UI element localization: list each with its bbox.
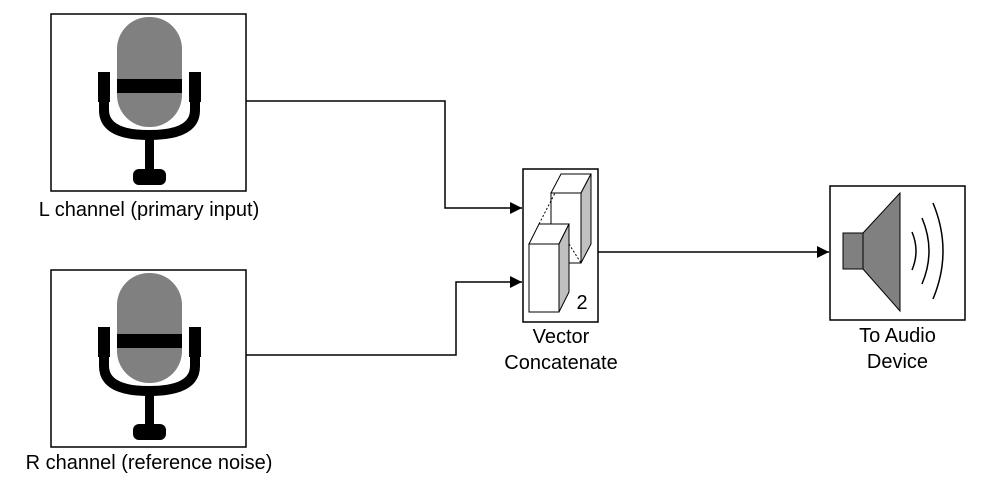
l-channel-block[interactable] — [50, 13, 247, 192]
audio-device-label-line1: To Audio — [859, 325, 936, 347]
vector-concatenate-block[interactable] — [522, 168, 599, 323]
r-channel-label: R channel (reference noise) — [25, 452, 273, 474]
connector-r-to-concat — [246, 276, 522, 356]
audio-device-label: To Audio Device — [820, 323, 975, 375]
microphone-icon — [98, 17, 201, 185]
l-channel-label: L channel (primary input) — [38, 199, 260, 221]
to-audio-device-block[interactable] — [829, 185, 966, 321]
concat-port-count: 2 — [576, 292, 587, 314]
r-channel-block[interactable] — [50, 269, 247, 448]
microphone-icon — [98, 273, 201, 440]
audio-device-label-line2: Device — [866, 351, 929, 373]
concat-label-line1: Vector — [532, 326, 590, 348]
vector-concatenate-icon — [528, 173, 592, 313]
concat-label: Vector Concatenate — [480, 324, 642, 376]
concat-label-line2: Concatenate — [504, 352, 618, 374]
speaker-icon — [842, 191, 944, 313]
connector-l-to-concat — [246, 100, 522, 214]
